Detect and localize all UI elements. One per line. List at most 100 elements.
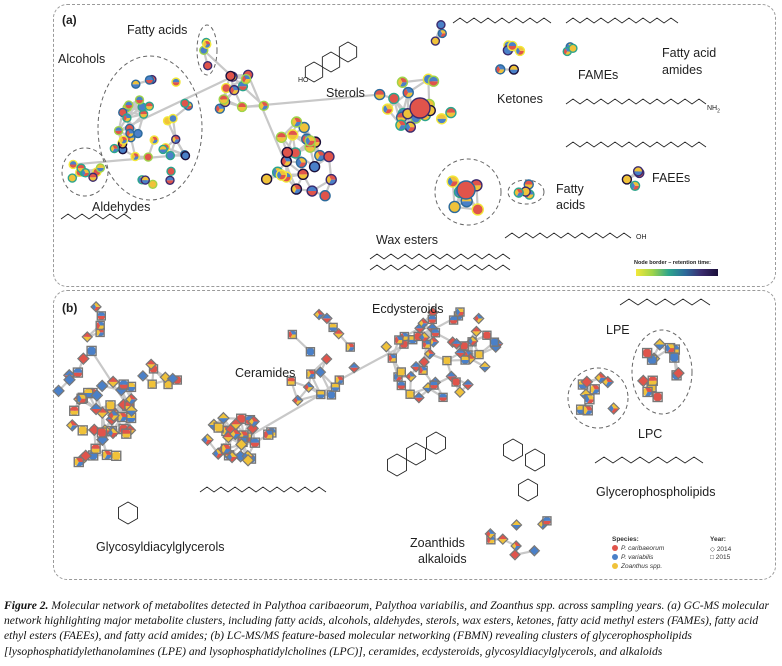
- species-swatch-icon: [612, 545, 618, 551]
- cluster-label-fatty-acid-amides-2: amides: [662, 63, 703, 77]
- node-border: [396, 367, 406, 377]
- network-edge: [291, 333, 312, 353]
- cluster-label-fatty-acids-right-1: Fatty: [556, 182, 584, 196]
- network-node: [584, 394, 595, 405]
- structure-nh2-label: NH2: [707, 105, 720, 115]
- network-node: [290, 116, 303, 128]
- node-slice: [97, 381, 107, 391]
- network-node: [202, 61, 213, 71]
- network-node: [446, 175, 459, 188]
- network-node: [450, 337, 463, 350]
- node-slice: [583, 406, 588, 415]
- node-slice: [667, 343, 675, 349]
- network-node: [263, 429, 274, 440]
- node-border: [313, 308, 325, 321]
- node-border: [450, 337, 463, 350]
- network-node: [325, 173, 337, 186]
- network-node: [495, 64, 506, 75]
- network-node: [326, 390, 337, 400]
- node-border: [510, 540, 522, 552]
- node-slice: [73, 372, 83, 378]
- node-border: [306, 185, 318, 197]
- node-border: [418, 356, 430, 368]
- node-border: [373, 88, 386, 101]
- node-border: [514, 45, 526, 57]
- network-node: [122, 113, 132, 123]
- node-border: [236, 101, 248, 113]
- ecdysteroid-ring: [426, 431, 446, 455]
- network-node: [514, 45, 526, 57]
- network-node: [430, 328, 441, 338]
- node-border: [235, 438, 248, 451]
- node-slice: [397, 381, 406, 386]
- node-slice: [91, 448, 101, 454]
- node-border: [90, 300, 102, 313]
- fatty-acid-chain: [504, 232, 632, 239]
- node-slice: [429, 385, 438, 390]
- node-slice: [390, 358, 397, 363]
- square-icon: □: [710, 554, 714, 561]
- cluster-label-ceramides: Ceramides: [235, 366, 296, 380]
- node-border: [52, 384, 65, 398]
- node-slice: [98, 321, 105, 326]
- network-node: [306, 185, 318, 197]
- network-node: [435, 113, 448, 125]
- node-border: [149, 135, 159, 145]
- node-slice: [431, 37, 440, 46]
- node-border: [72, 367, 84, 378]
- node-border: [387, 353, 398, 363]
- network-edge: [246, 393, 322, 439]
- node-slice: [223, 448, 231, 454]
- node-border: [423, 347, 436, 360]
- node-slice: [449, 320, 458, 325]
- ketone-chain: [452, 17, 552, 24]
- node-border: [263, 429, 274, 440]
- node-border: [118, 379, 129, 390]
- network-node: [437, 28, 447, 39]
- structure-oh-label: OH: [636, 234, 647, 241]
- node-slice: [138, 371, 147, 380]
- node-border: [308, 160, 321, 173]
- node-border: [90, 389, 104, 402]
- network-node: [456, 180, 476, 200]
- node-slice: [568, 44, 577, 53]
- node-border: [287, 329, 298, 340]
- node-border: [448, 200, 461, 214]
- network-node: [95, 163, 106, 173]
- glycoside-ring: [118, 501, 138, 525]
- node-border: [330, 382, 341, 392]
- node-border: [381, 103, 394, 115]
- node-border: [220, 443, 232, 454]
- network-node: [471, 203, 484, 216]
- network-node: [482, 330, 492, 340]
- node-border: [320, 353, 333, 365]
- year-legend-item: □ 2015: [710, 554, 731, 561]
- node-slice: [73, 368, 83, 373]
- node-border: [304, 135, 316, 147]
- network-node: [402, 86, 414, 99]
- network-node: [438, 392, 448, 403]
- node-border: [436, 20, 446, 30]
- node-border: [287, 129, 299, 141]
- network-node: [448, 315, 459, 325]
- species-legend-item: Zoanthus spp.: [612, 563, 662, 570]
- cluster-label-zoanthids-1: Zoanthids: [410, 536, 465, 550]
- species-year-legend: Species: P. caribaeorum P. variabilis Zo…: [604, 536, 764, 574]
- node-border: [328, 322, 338, 333]
- node-slice: [449, 316, 458, 321]
- network-node: [314, 149, 326, 162]
- node-slice: [421, 370, 428, 375]
- network-node: [445, 106, 457, 119]
- node-slice: [92, 390, 102, 400]
- cluster-label-fatty-acids: Fatty acids: [127, 23, 188, 37]
- node-border: [430, 328, 441, 338]
- network-node: [240, 73, 252, 85]
- network-node: [451, 377, 461, 387]
- node-border: [472, 312, 485, 325]
- network-node: [52, 384, 65, 398]
- network-node: [319, 190, 331, 202]
- node-slice: [472, 203, 484, 215]
- network-node: [664, 342, 676, 354]
- network-node: [68, 159, 78, 170]
- network-node: [118, 135, 129, 145]
